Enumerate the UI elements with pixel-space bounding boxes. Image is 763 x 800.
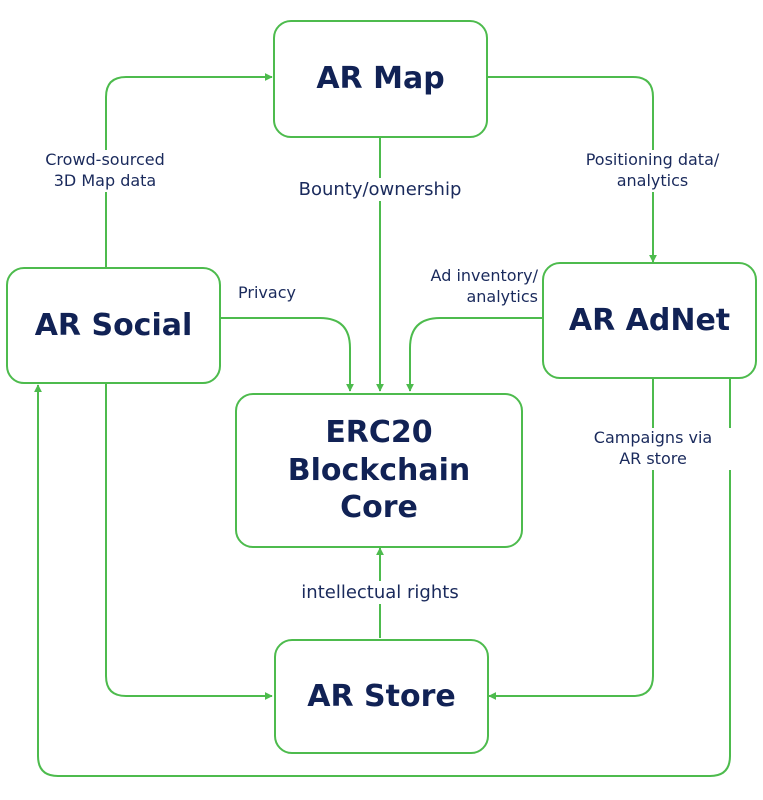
label-campaigns-line1: Campaigns via: [593, 428, 713, 447]
edge-map-to-adnet: [487, 76, 657, 263]
label-intellectual-rights: intellectual rights: [275, 581, 485, 605]
label-ad-inventory-line2: analytics: [466, 286, 538, 306]
label-crowd-sourced-line1: Crowd-sourced: [45, 150, 165, 169]
node-blockchain-core: ERC20 Blockchain Core: [235, 393, 523, 548]
label-privacy: Privacy: [232, 283, 302, 304]
node-core-label-line1: ERC20 Blockchain: [287, 415, 471, 488]
label-ad-inventory-line1: Ad inventory/: [430, 266, 538, 285]
edge-adnet-to-core: [406, 317, 543, 392]
label-bounty-ownership-text: Bounty/ownership: [298, 179, 462, 200]
label-positioning-line1: Positioning data/: [585, 150, 720, 169]
label-crowd-sourced-line2: 3D Map data: [53, 170, 157, 190]
label-intellectual-rights-text: intellectual rights: [301, 582, 459, 603]
label-campaigns-line2: AR store: [619, 448, 687, 468]
node-ar-map: AR Map: [273, 20, 488, 138]
node-ar-map-label: AR Map: [316, 61, 445, 97]
node-ar-store-label: AR Store: [307, 678, 456, 714]
node-ar-social-label: AR Social: [34, 307, 193, 343]
node-ar-adnet: AR AdNet: [542, 262, 757, 379]
node-core-label-line2: Core: [340, 490, 418, 526]
edge-social-to-map: [105, 73, 273, 268]
label-bounty-ownership: Bounty/ownership: [280, 178, 480, 202]
label-campaigns: Campaigns via AR store: [568, 428, 738, 470]
node-ar-adnet-label: AR AdNet: [568, 302, 731, 338]
edge-social-to-core: [220, 317, 354, 392]
node-ar-social: AR Social: [6, 267, 221, 384]
label-positioning: Positioning data/ analytics: [565, 150, 740, 192]
label-privacy-text: Privacy: [238, 283, 296, 302]
label-positioning-line2: analytics: [616, 170, 689, 190]
label-crowd-sourced: Crowd-sourced 3D Map data: [25, 150, 185, 192]
label-ad-inventory: Ad inventory/ analytics: [408, 266, 538, 308]
edge-social-to-store: [105, 384, 273, 700]
edge-adnet-to-social: [34, 378, 731, 777]
node-ar-store: AR Store: [274, 639, 489, 754]
edge-adnet-to-store: [488, 378, 654, 700]
